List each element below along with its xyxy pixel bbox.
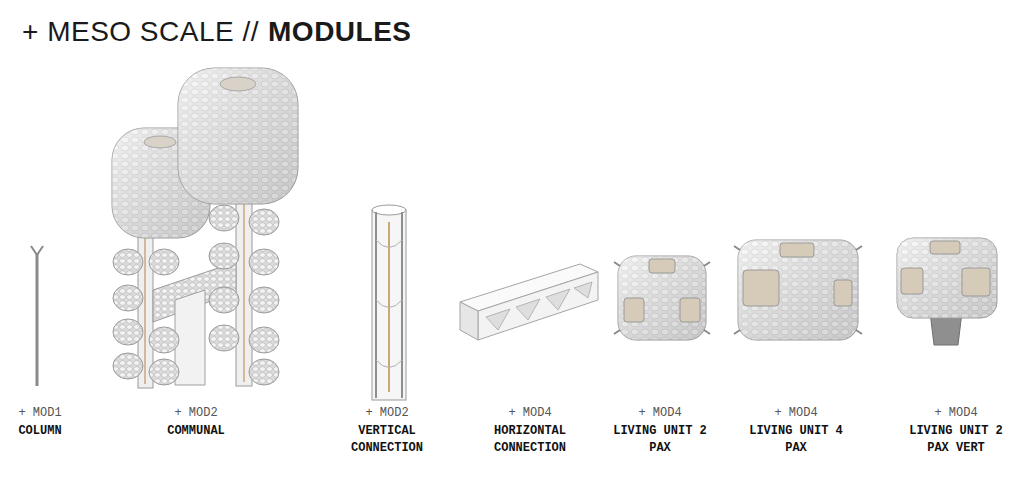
module-name: HORIZONTAL CONNECTION	[482, 423, 578, 457]
module-code: + MOD4	[482, 405, 578, 421]
living-unit-2-pax-vert-figure	[897, 238, 997, 345]
horizontal-connection-figure	[460, 264, 598, 340]
page-title: + MESO SCALE //	[22, 16, 259, 48]
title-emphasis: MODULES	[268, 16, 412, 48]
module-name: LIVING UNIT 2 PAX	[612, 423, 708, 457]
module-code: + MOD4	[748, 405, 844, 421]
module-name: COLUMN	[5, 423, 75, 440]
module-code: + MOD1	[5, 405, 75, 421]
living-unit-4-pax-figure	[734, 240, 862, 340]
column-figure	[31, 246, 43, 386]
module-name: VERTICAL CONNECTION	[342, 423, 432, 457]
module-name: LIVING UNIT 2 PAX VERT	[908, 423, 1004, 457]
module-name: LIVING UNIT 4 PAX	[748, 423, 844, 457]
module-name: COMMUNAL	[146, 423, 246, 440]
module-code: + MOD2	[146, 405, 246, 421]
living-unit-2-pax-figure	[614, 256, 710, 340]
module-code: + MOD4	[612, 405, 708, 421]
vertical-connection-figure	[372, 205, 406, 400]
communal-figure	[112, 68, 298, 388]
module-code: + MOD4	[908, 405, 1004, 421]
module-code: + MOD2	[342, 405, 432, 421]
